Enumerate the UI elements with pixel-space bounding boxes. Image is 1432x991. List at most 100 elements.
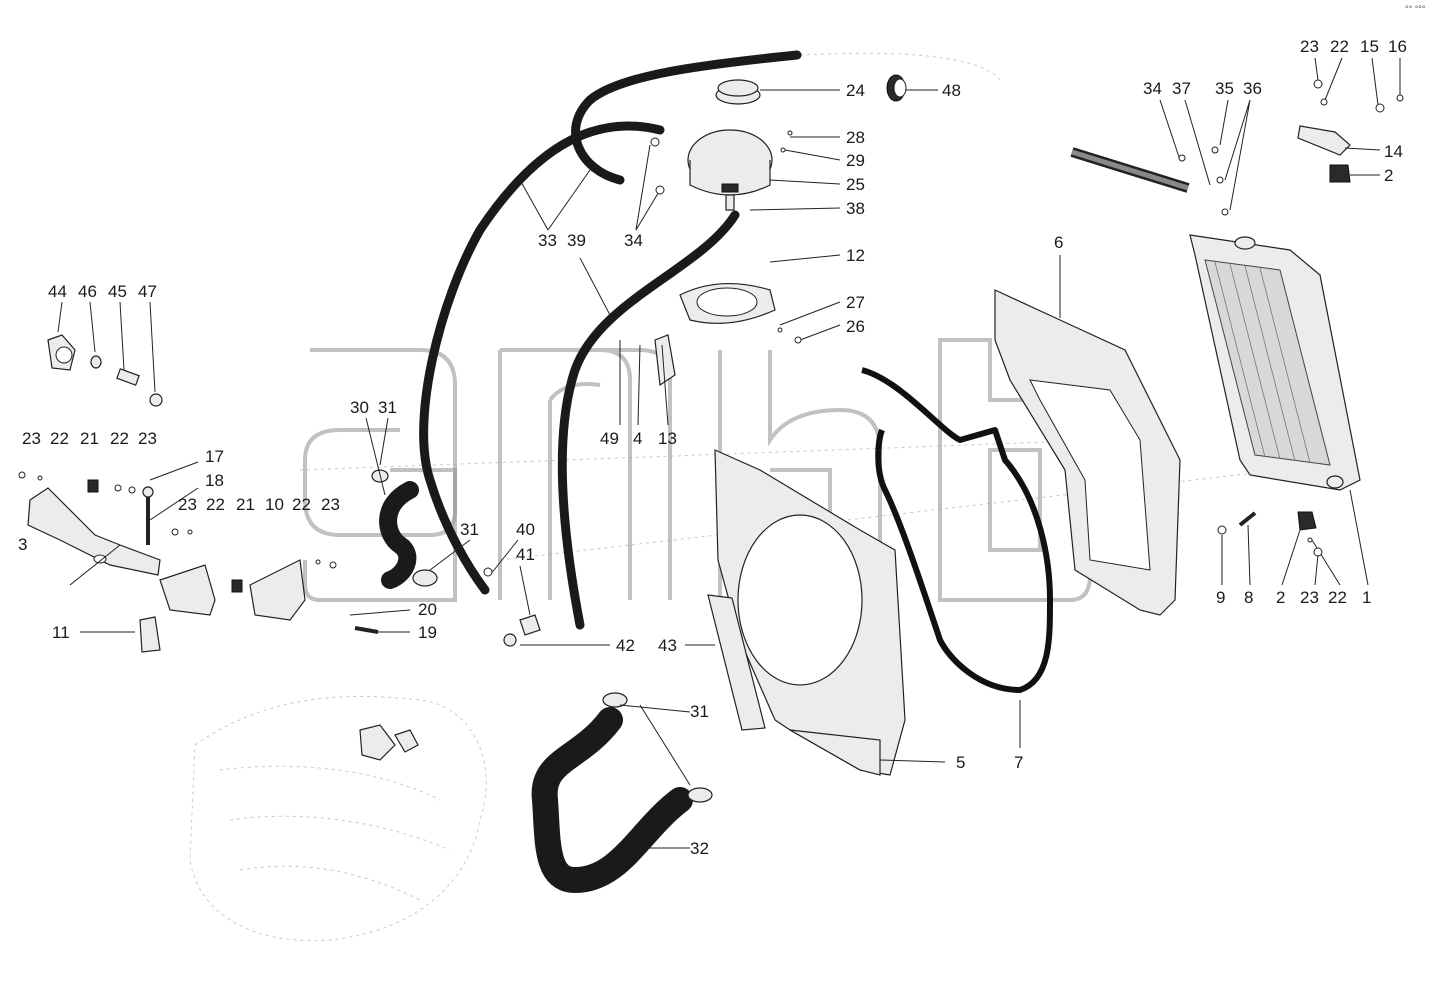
callout-26: 26 xyxy=(846,317,865,336)
bracket-10 xyxy=(159,559,306,621)
callout-23-c: 23 xyxy=(178,495,197,514)
callout-16: 16 xyxy=(1388,37,1407,56)
callout-31-upper: 31 xyxy=(378,398,397,417)
callout-23-e: 23 xyxy=(1300,37,1319,56)
expansion-tank-25 xyxy=(687,129,773,211)
callout-22-e: 22 xyxy=(1330,37,1349,56)
washer-46 xyxy=(90,355,102,369)
callout-4: 4 xyxy=(633,429,642,448)
callout-30: 30 xyxy=(350,398,369,417)
callout-36: 36 xyxy=(1243,79,1262,98)
callout-24: 24 xyxy=(846,81,865,100)
callout-39: 39 xyxy=(567,231,586,250)
callout-38: 38 xyxy=(846,199,865,218)
block-11 xyxy=(139,616,161,653)
callout-29: 29 xyxy=(846,151,865,170)
callout-12: 12 xyxy=(846,246,865,265)
seal-43 xyxy=(707,594,766,731)
callout-34-pipe: 34 xyxy=(1143,79,1162,98)
callout-37: 37 xyxy=(1172,79,1191,98)
callout-32: 32 xyxy=(690,839,709,858)
callout-1: 1 xyxy=(1362,588,1371,607)
callout-22-c: 22 xyxy=(206,495,225,514)
seal-7 xyxy=(861,367,1053,693)
callout-48: 48 xyxy=(942,81,961,100)
callout-2-lower: 2 xyxy=(1276,588,1285,607)
callout-10: 10 xyxy=(265,495,284,514)
nut-47 xyxy=(149,393,163,407)
upper-hose-33 xyxy=(571,50,802,185)
bolt-45 xyxy=(116,368,140,386)
rubber-21 xyxy=(87,479,243,593)
callout-2-upper: 2 xyxy=(1384,166,1393,185)
leader-lines xyxy=(57,57,1401,849)
lower-hose-32 xyxy=(531,707,693,893)
shroud-bracket-12 xyxy=(679,283,776,324)
callout-45: 45 xyxy=(108,282,127,301)
callout-13: 13 xyxy=(658,429,677,448)
callout-9: 9 xyxy=(1216,588,1225,607)
callout-7: 7 xyxy=(1014,753,1023,772)
bracket-44 xyxy=(47,334,76,371)
callout-25: 25 xyxy=(846,175,865,194)
air-shroud-6 xyxy=(994,289,1181,616)
grommet-48 xyxy=(886,74,907,102)
callout-20: 20 xyxy=(418,600,437,619)
callout-31-lower: 31 xyxy=(690,702,709,721)
callout-23-d: 23 xyxy=(321,495,340,514)
callout-28: 28 xyxy=(846,128,865,147)
callout-21-b: 21 xyxy=(236,495,255,514)
callout-27: 27 xyxy=(846,293,865,312)
engine-ghost-outline xyxy=(189,52,1281,942)
callout-47: 47 xyxy=(138,282,157,301)
callout-8: 8 xyxy=(1244,588,1253,607)
callout-17: 17 xyxy=(205,447,224,466)
callout-46: 46 xyxy=(78,282,97,301)
callout-21-a: 21 xyxy=(80,429,99,448)
callout-33: 33 xyxy=(538,231,557,250)
small-fasteners xyxy=(18,79,1404,577)
callout-labels: 24 48 28 29 25 38 12 27 26 33 39 34 49 4… xyxy=(18,37,1407,858)
fan-shroud-5 xyxy=(714,449,906,776)
callout-19: 19 xyxy=(418,623,437,642)
short-hose-30 xyxy=(379,481,419,589)
fitting-42 xyxy=(503,614,541,647)
pin-17 xyxy=(142,486,154,545)
mount-14 xyxy=(1297,125,1351,183)
tank-cap-24 xyxy=(715,79,761,105)
callout-35: 35 xyxy=(1215,79,1234,98)
callout-15: 15 xyxy=(1360,37,1379,56)
callout-18: 18 xyxy=(205,471,224,490)
callout-43: 43 xyxy=(658,636,677,655)
callout-34-tank: 34 xyxy=(624,231,643,250)
callout-22-b: 22 xyxy=(110,429,129,448)
callout-23-f: 23 xyxy=(1300,588,1319,607)
corner-mark: °° °°° xyxy=(1405,4,1426,14)
callout-40: 40 xyxy=(516,520,535,539)
bracket-13 xyxy=(654,334,676,387)
callout-22-f: 22 xyxy=(1328,588,1347,607)
bracket-3 xyxy=(27,487,161,576)
callout-5: 5 xyxy=(956,753,965,772)
clamps-31 xyxy=(371,469,713,803)
callout-42: 42 xyxy=(616,636,635,655)
hose-39 xyxy=(557,210,740,630)
callout-11: 11 xyxy=(52,623,70,642)
callout-3: 3 xyxy=(18,535,27,554)
callout-41: 41 xyxy=(516,545,535,564)
long-hose-33 xyxy=(419,121,665,595)
callout-31-mid: 31 xyxy=(460,520,479,539)
radiator-1 xyxy=(1189,234,1361,491)
callout-22-d: 22 xyxy=(292,495,311,514)
bolt-19 xyxy=(354,626,379,634)
bolt-8 xyxy=(1238,511,1257,527)
callout-22-a: 22 xyxy=(50,429,69,448)
callout-49: 49 xyxy=(600,429,619,448)
pipe-37 xyxy=(1070,147,1190,193)
callout-23-b: 23 xyxy=(138,429,157,448)
callout-6: 6 xyxy=(1054,233,1063,252)
callout-44: 44 xyxy=(48,282,67,301)
callout-14: 14 xyxy=(1384,142,1403,161)
rubber-mount-2 xyxy=(1297,511,1317,531)
